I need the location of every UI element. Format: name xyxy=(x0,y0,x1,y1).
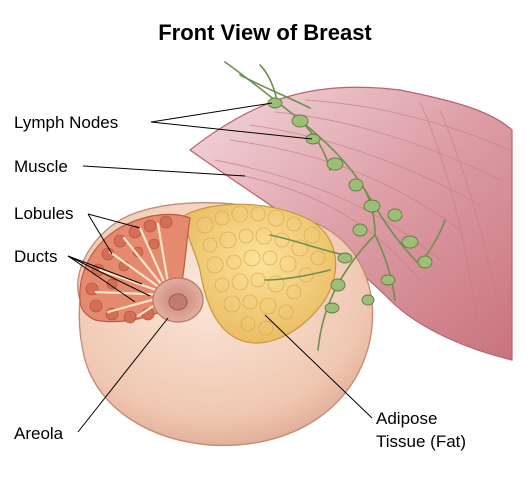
leader-ducts-1 xyxy=(67,255,151,297)
leader-ducts-3 xyxy=(67,255,143,285)
lymph-nodes xyxy=(267,97,433,314)
label-lobules: Lobules xyxy=(14,204,74,223)
nipple xyxy=(168,293,188,311)
leader-areola xyxy=(77,317,169,433)
fat-lobules-texture xyxy=(196,205,326,336)
leader-adipose xyxy=(264,314,373,419)
label-adipose-line1: Adipose xyxy=(376,409,438,428)
label-adipose-line2: Tissue (Fat) xyxy=(376,432,467,451)
leader-lobules-1 xyxy=(87,213,141,229)
label-muscle: Muscle xyxy=(14,157,68,176)
label-lymph-nodes: Lymph Nodes xyxy=(14,113,119,132)
diagram-title: Front View of Breast xyxy=(158,20,372,45)
leader-lobules-2 xyxy=(87,213,113,255)
label-ducts: Ducts xyxy=(14,247,58,266)
leader-ducts-2 xyxy=(67,255,136,303)
leader-lines xyxy=(67,102,373,433)
leader-lymph-2 xyxy=(150,121,313,140)
label-areola: Areola xyxy=(14,424,64,443)
leader-lymph-1 xyxy=(150,102,273,123)
leader-muscle xyxy=(82,165,246,177)
